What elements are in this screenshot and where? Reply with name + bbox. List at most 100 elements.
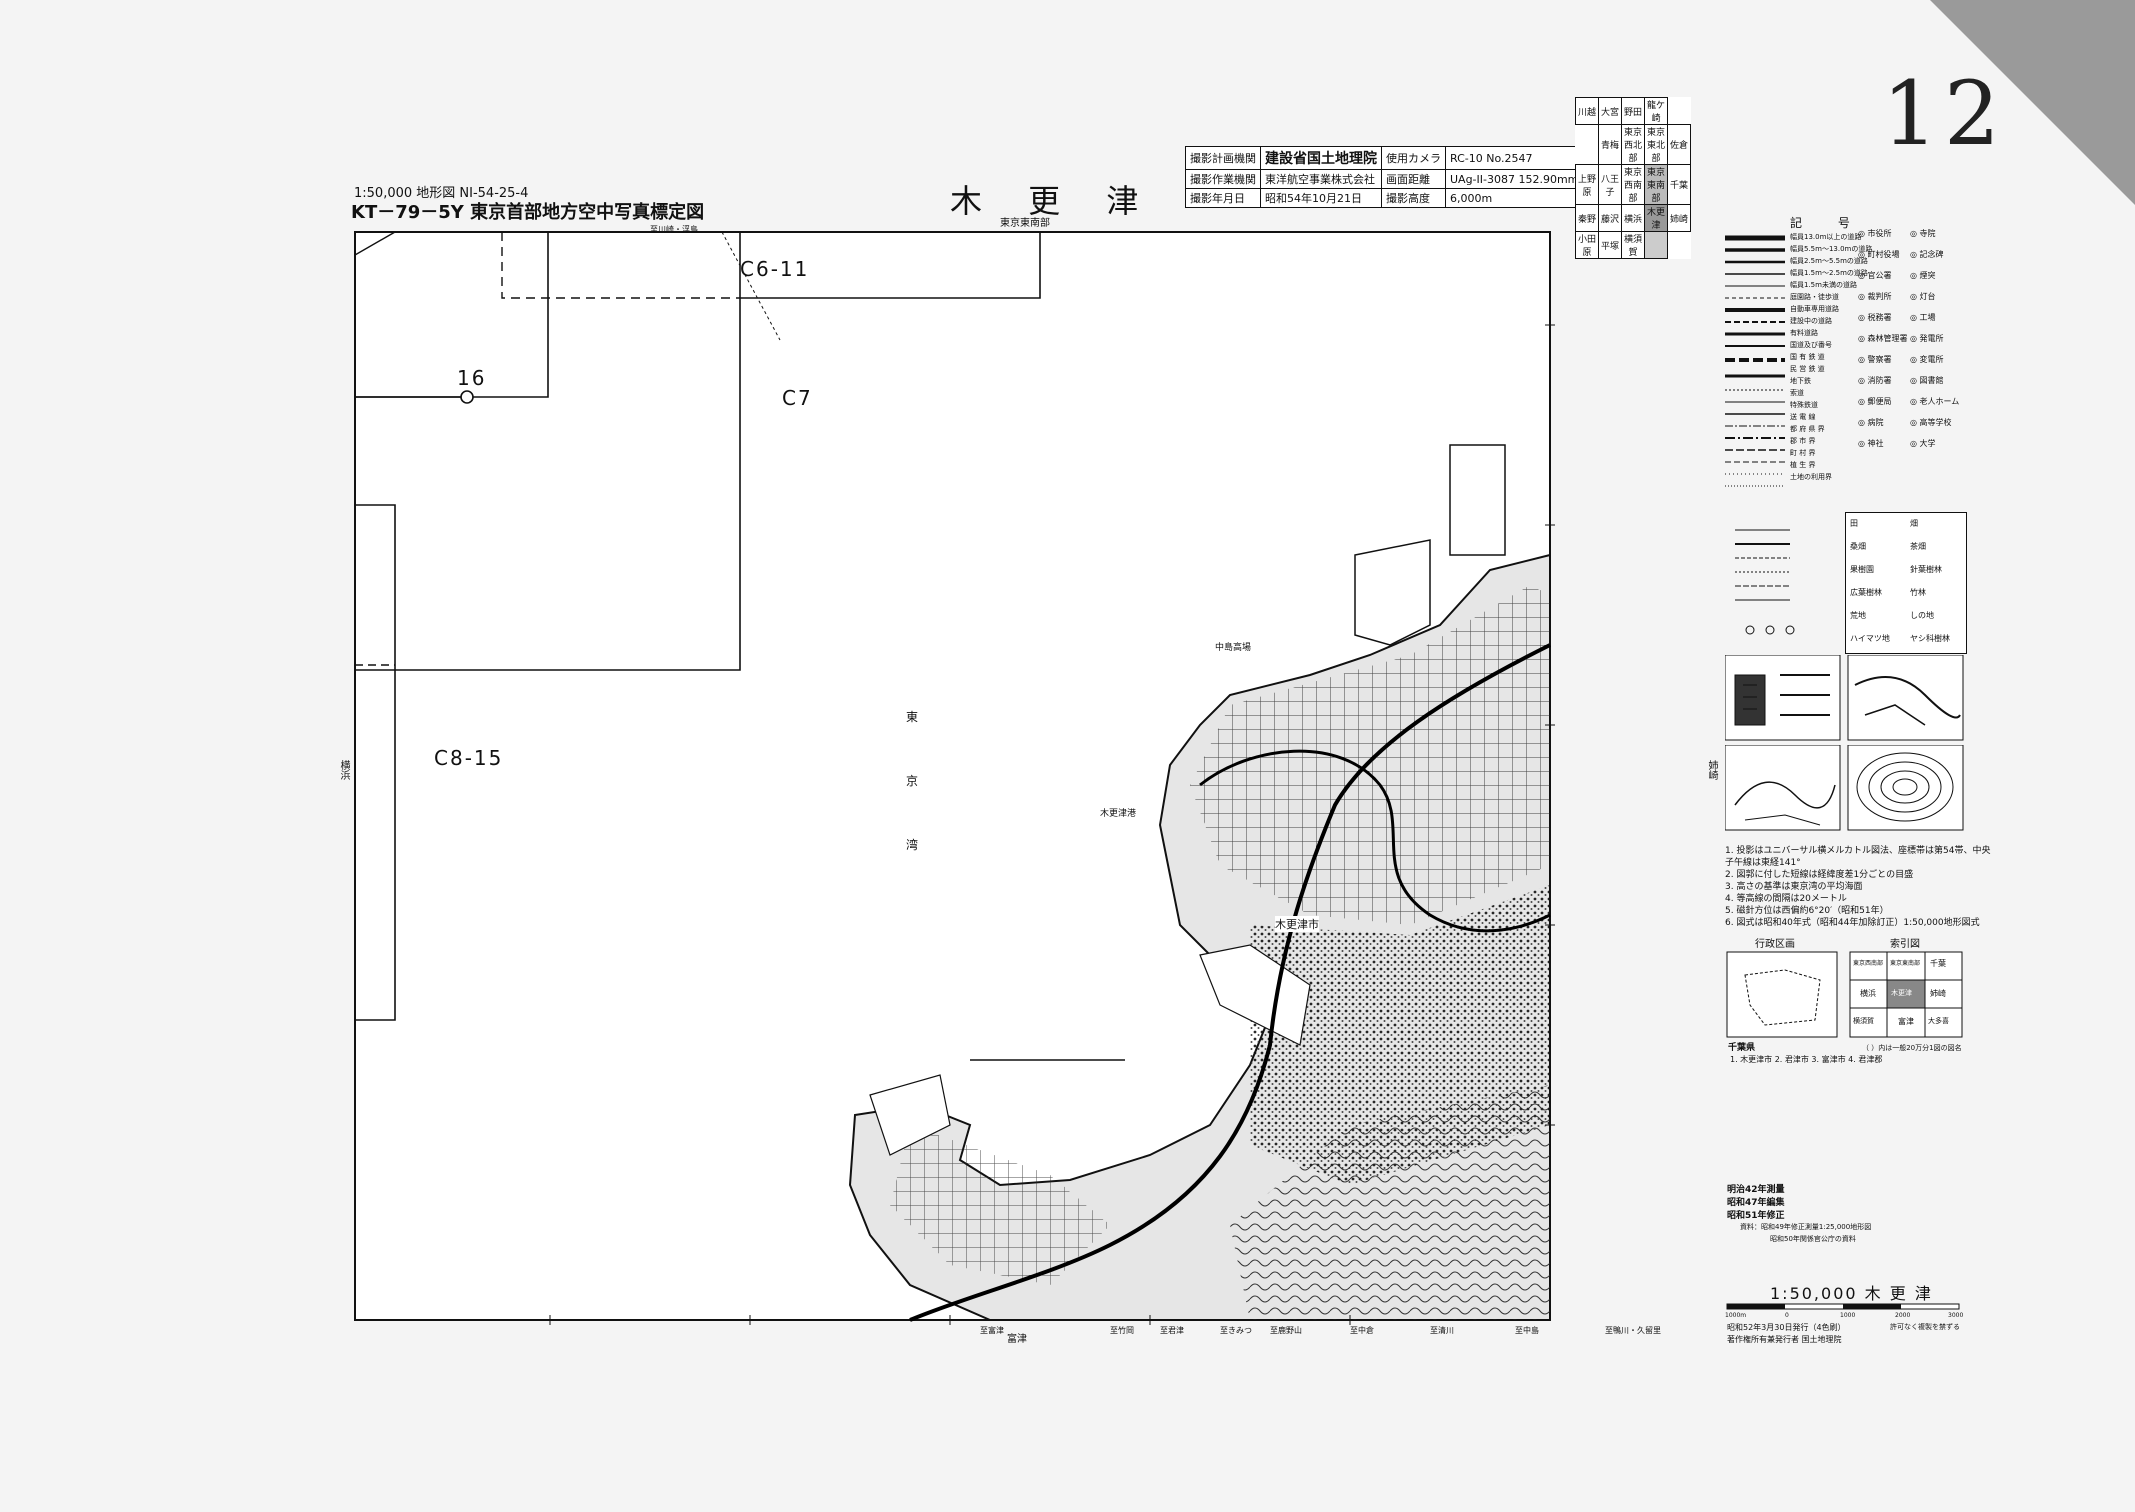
table-cell xyxy=(1576,125,1599,165)
table-cell: 川越 xyxy=(1575,97,1599,125)
legend-item: ◎ 町村役場 xyxy=(1858,250,1900,259)
table-cell: 大宮 xyxy=(1598,97,1622,125)
place-kyo: 京 xyxy=(906,774,919,788)
edge-label: 至君津 xyxy=(1160,1326,1184,1335)
legend-item: 幅員1.5m未満の道路 xyxy=(1790,281,1857,289)
index-cell: 木更津 xyxy=(1891,989,1912,997)
note-line: 5. 磁針方位は西偏約6°20′（昭和51年） xyxy=(1725,906,1889,916)
photo-center-marker xyxy=(460,390,474,404)
legend-item: 建設中の道路 xyxy=(1790,317,1832,325)
legend-left-list: 幅員13.0m以上の道路幅員5.5m〜13.0mの道路幅員2.5m〜5.5mの道… xyxy=(1790,232,1872,492)
index-cell: 千葉 xyxy=(1930,959,1946,968)
legend-item: 国 有 鉄 道 xyxy=(1790,353,1825,361)
table-row: 上野原 八王子 東京西南部 東京東南部 千葉 xyxy=(1575,164,1691,205)
adjacent-sheet-index: 川越 大宮 野田 龍ケ崎 青梅 東京西北部 東京東北部 佐倉 上野原 八王子 東… xyxy=(1575,97,1691,259)
table-cell: 千葉 xyxy=(1667,164,1691,205)
legend-item: ◎ 病院 xyxy=(1858,418,1884,427)
index-cell: 富津 xyxy=(1898,1017,1914,1026)
legend-line-samples xyxy=(1725,235,1785,487)
legend-item: ◎ 図書館 xyxy=(1910,376,1944,385)
place-port: 木更津港 xyxy=(1100,806,1137,819)
sheet-number: 12 xyxy=(1882,62,2006,165)
publisher: 著作権所有兼発行者 国土地理院 xyxy=(1727,1335,1842,1344)
legend-item: ◎ 工場 xyxy=(1910,313,1936,322)
edge-label: 至中島 xyxy=(1515,1326,1539,1335)
legend-item: ◎ 市役所 xyxy=(1858,229,1892,238)
land-use-item: ハイマツ地 xyxy=(1850,634,1890,643)
sample-map-examples xyxy=(1725,655,1964,741)
table-cell: 撮影計画機関 xyxy=(1185,146,1261,170)
table-cell: 八王子 xyxy=(1598,164,1622,205)
legend-item: 郡 市 界 xyxy=(1790,437,1816,445)
sample-terrain-examples xyxy=(1725,745,1964,831)
legend-item: 国道及び番号 xyxy=(1790,341,1832,349)
history-line: 昭和47年編集 xyxy=(1727,1198,1785,1208)
index-cell: 横浜 xyxy=(1860,989,1876,998)
history: 明治42年測量 昭和47年編集 昭和51年修正 xyxy=(1727,1182,1785,1221)
scale-tick: 3000 xyxy=(1948,1312,1964,1319)
table-cell: UAg-II-3087 152.90mm xyxy=(1444,169,1584,189)
legend-item: ◎ 発電所 xyxy=(1910,334,1944,343)
legend-item: 幅員2.5m〜5.5mの道路 xyxy=(1790,257,1868,265)
land-use-item: ヤシ科樹林 xyxy=(1910,634,1950,643)
index-cell: 東京西南部 xyxy=(1853,960,1884,967)
table-cell: 使用カメラ xyxy=(1381,146,1446,170)
history-line: 昭和51年修正 xyxy=(1727,1211,1785,1221)
publish-date: 昭和52年3月30日発行（4色刷） xyxy=(1727,1323,1846,1332)
scale-tick: 2000 xyxy=(1895,1312,1911,1319)
folded-corner xyxy=(1930,0,2135,205)
table-cell xyxy=(1644,231,1668,259)
table-cell: 昭和54年10月21日 xyxy=(1260,188,1382,208)
legend-title: 記 号 xyxy=(1790,216,1866,230)
land-use-item: 荒地 xyxy=(1850,611,1866,620)
table-cell: 画面距離 xyxy=(1381,169,1446,189)
scale-line: 1:50,000 地形図 NI-54-25-4 xyxy=(354,186,529,201)
place-nakashima: 中島高場 xyxy=(1215,640,1252,653)
map-name: 木 更 津 xyxy=(950,182,1157,220)
legend-item: 幅員5.5m〜13.0mの道路 xyxy=(1790,245,1873,253)
note-line: 3. 高さの基準は東京湾の平均海面 xyxy=(1725,882,1863,892)
legend-item: ◎ 官公署 xyxy=(1858,271,1892,280)
edge-label: 至きみつ xyxy=(1220,1326,1252,1335)
table-cell: 野田 xyxy=(1621,97,1645,125)
table-row: 川越 大宮 野田 龍ケ崎 xyxy=(1575,97,1691,125)
place-bay: 湾 xyxy=(906,838,919,852)
legend-item: 送 電 線 xyxy=(1790,413,1816,421)
legend-right-list: ◎ 市役所◎ 町村役場◎ 官公署◎ 裁判所◎ 税務署◎ 森林管理署◎ 警察署◎ … xyxy=(1858,228,1959,478)
table-cell: 姉崎 xyxy=(1667,204,1691,232)
land-use-item: 桑畑 xyxy=(1850,542,1866,551)
edge-label: 至竹岡 xyxy=(1110,1326,1134,1335)
flight-box-c8-15 xyxy=(355,504,396,1021)
place-east: 東 xyxy=(906,710,919,724)
place-anesaki: 姉崎 xyxy=(1706,760,1717,780)
table-row: 青梅 東京西北部 東京東北部 佐倉 xyxy=(1576,124,1691,165)
legend-item: ◎ 大学 xyxy=(1910,439,1936,448)
table-row: 撮影作業機関 東洋航空事業株式会社 画面距離 UAg-II-3087 152.9… xyxy=(1185,169,1584,189)
legend-item: ◎ 森林管理署 xyxy=(1858,334,1908,343)
legend-item: ◎ 消防署 xyxy=(1858,376,1892,385)
place-top-edge: 至川崎・浮島 xyxy=(650,225,698,234)
table-cell: 木更津 xyxy=(1644,204,1668,232)
index-title: 索引図 xyxy=(1890,939,1920,950)
legend-item: ◎ 灯台 xyxy=(1910,292,1936,301)
legend-item: 庭園路・徒歩道 xyxy=(1790,293,1839,301)
table-cell: 建設省国土地理院 xyxy=(1260,146,1382,170)
land-use-legend: 田畑桑畑茶畑果樹園針葉樹林広葉樹林竹林荒地しの地ハイマツ地ヤシ科樹林 xyxy=(1845,512,1967,654)
edge-label: 至富津 xyxy=(980,1326,1004,1335)
table-cell: 佐倉 xyxy=(1667,124,1691,165)
legend-item: 索道 xyxy=(1790,389,1804,397)
edge-label: 至鴨川・久留里 xyxy=(1605,1326,1661,1335)
table-cell: 撮影年月日 xyxy=(1185,188,1261,208)
table-row: 秦野 藤沢 横浜 木更津 姉崎 xyxy=(1575,204,1691,232)
legend-item: 特殊鉄道 xyxy=(1790,401,1818,409)
legend-item: 幅員13.0m以上の道路 xyxy=(1790,233,1862,241)
edge-label: 至鹿野山 xyxy=(1270,1326,1302,1335)
admin-index-maps xyxy=(1726,951,1963,1038)
history-source: 資料：昭和49年修正測量1:25,000地形図 xyxy=(1740,1223,1872,1231)
index-cell: 大多喜 xyxy=(1928,1017,1949,1025)
place-futtsu: 富津 xyxy=(1007,1334,1027,1345)
note-line: 4. 等高線の間隔は20メートル xyxy=(1725,894,1847,904)
legend-item: ◎ 神社 xyxy=(1858,439,1884,448)
legend-item: ◎ 税務署 xyxy=(1858,313,1892,322)
legend-item: 町 村 界 xyxy=(1790,449,1816,457)
